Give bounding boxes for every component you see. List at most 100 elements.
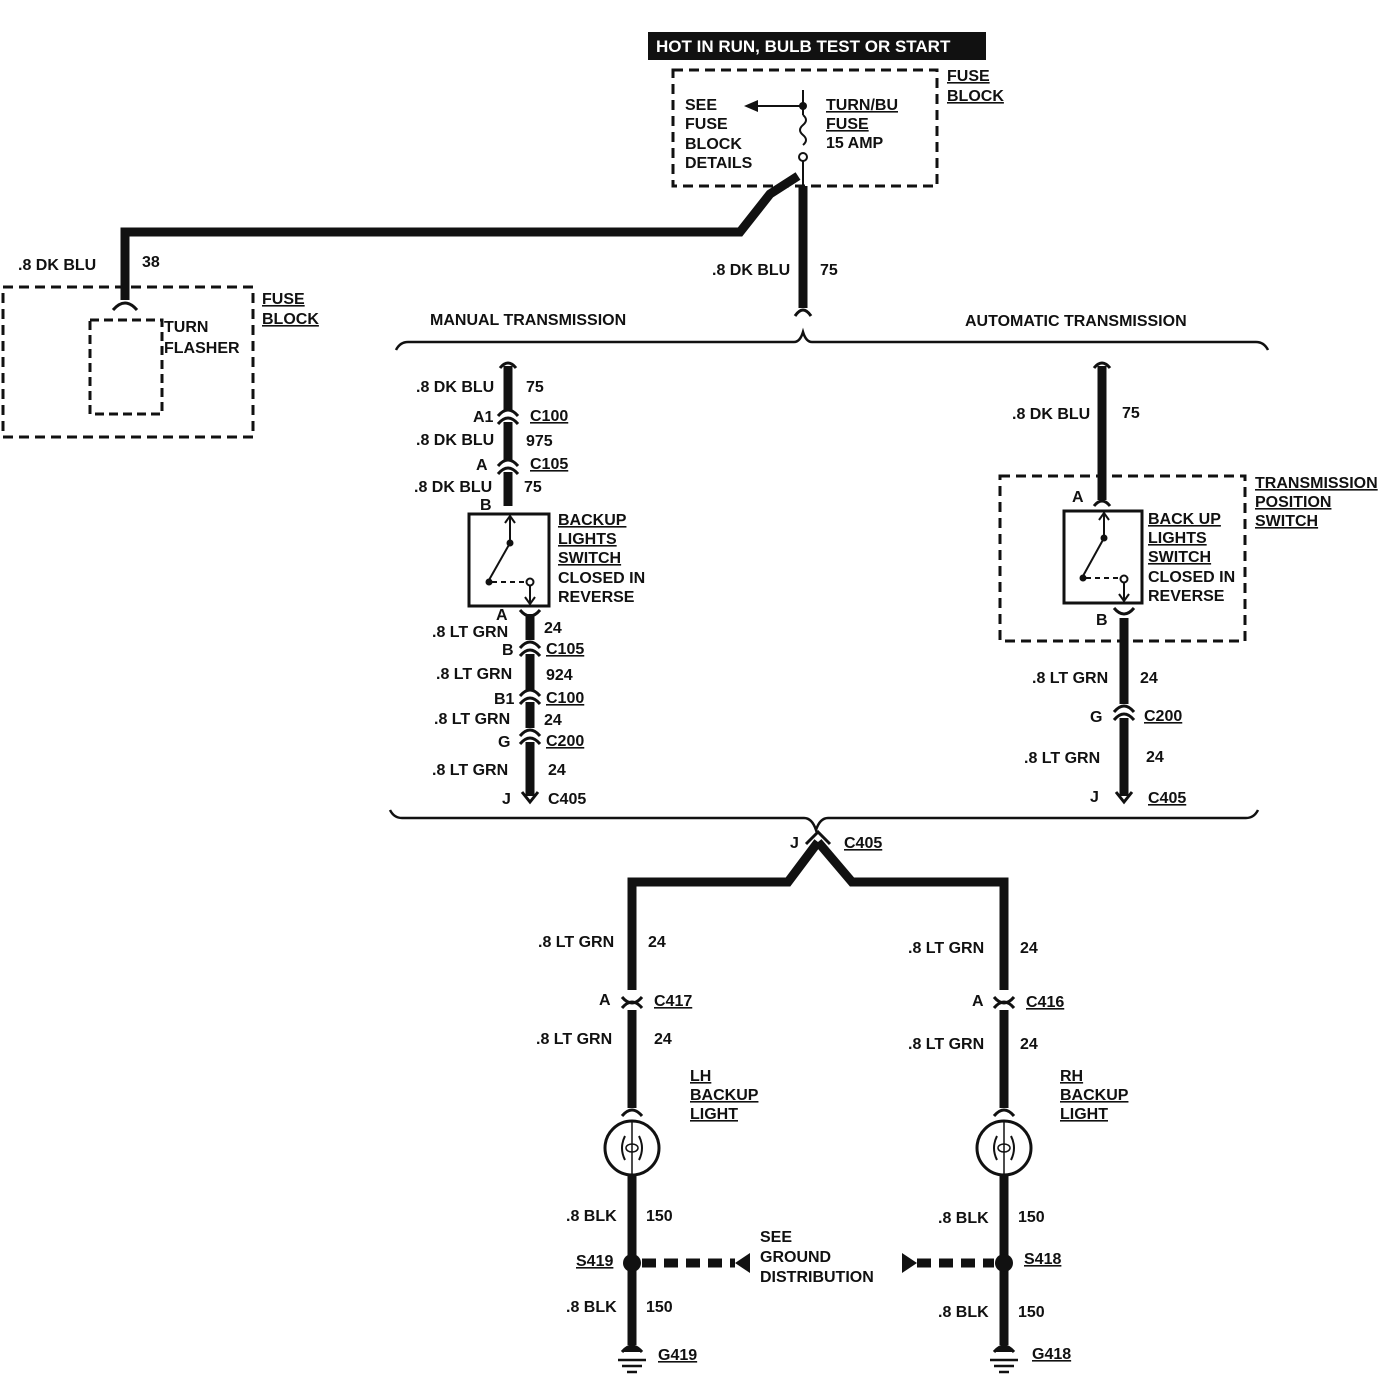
lh-label-3: LIGHT: [690, 1106, 738, 1123]
right-w3-circuit: 150: [1018, 1209, 1045, 1226]
manual-w3-circuit: 75: [524, 479, 542, 496]
junction-connector: C405: [844, 835, 882, 852]
c416-symbol: [992, 995, 1016, 1010]
wire-75-color: .8 DK BLU: [712, 262, 790, 279]
wire-38-circuit: 38: [142, 254, 160, 271]
s418-ground-ref-arrow: [902, 1253, 917, 1273]
manual-w7-color: .8 LT GRN: [432, 762, 508, 779]
auto-w1-color: .8 DK BLU: [1012, 406, 1090, 423]
g419-ground-symbol: [618, 1344, 646, 1374]
manual-w3-color: .8 DK BLU: [414, 479, 492, 496]
fuse-label-1: TURN/BU: [826, 97, 898, 114]
manual-w4-circuit: 24: [544, 620, 562, 637]
auto-w1-circuit: 75: [1122, 405, 1140, 422]
s419-ground-ref-arrow: [735, 1253, 750, 1273]
manual-w5-color: .8 LT GRN: [436, 666, 512, 683]
right-splice: S418: [1024, 1251, 1061, 1268]
right-w3-color: .8 BLK: [938, 1210, 989, 1227]
manual-switch-symbol: [485, 514, 536, 606]
manual-c405: C405: [548, 791, 586, 808]
manual-w4-color: .8 LT GRN: [432, 624, 508, 641]
wire-75-break: [793, 308, 813, 317]
tps-label-2: POSITION: [1255, 494, 1331, 511]
right-w4-color: .8 BLK: [938, 1304, 989, 1321]
left-w4-color: .8 BLK: [566, 1299, 617, 1316]
manual-c405-pin: J: [502, 791, 511, 808]
ground-ref-2: GROUND: [760, 1249, 831, 1266]
left-w4-circuit: 150: [646, 1299, 673, 1316]
auto-switch-in-pin: A: [1072, 489, 1084, 506]
lh-label-2: BACKUP: [690, 1087, 759, 1104]
manual-c200: C200: [546, 733, 584, 750]
lower-brace: [388, 809, 1260, 834]
manual-switch-label-2: LIGHTS: [558, 531, 617, 548]
right-bulb-connector: [992, 1108, 1016, 1118]
manual-switch-out-pin: A: [496, 607, 508, 624]
lh-label-1: LH: [690, 1068, 711, 1085]
right-ground: G418: [1032, 1346, 1071, 1363]
wire-left-trunk: [627, 839, 822, 990]
auto-switch-out-pin: B: [1096, 612, 1108, 629]
left-fuse-block-label-2: BLOCK: [262, 311, 319, 328]
left-w3-color: .8 BLK: [566, 1208, 617, 1225]
manual-c100-pin: A1: [473, 409, 494, 426]
turn-bu-fuse-symbol: [744, 90, 808, 186]
right-conn: C416: [1026, 994, 1064, 1011]
tps-label-1: TRANSMISSION: [1255, 475, 1378, 492]
top-fuse-block-label-1: FUSE: [947, 68, 990, 85]
power-header-label: HOT IN RUN, BULB TEST OR START: [656, 37, 951, 56]
auto-c200: C200: [1144, 708, 1182, 725]
s419-splice: [623, 1254, 641, 1272]
manual-c100b: C100: [546, 690, 584, 707]
power-header-box: [648, 32, 986, 60]
auto-branch-lower-wires: [1112, 606, 1136, 805]
automatic-transmission-heading: AUTOMATIC TRANSMISSION: [965, 313, 1187, 330]
auto-c405: C405: [1148, 790, 1186, 807]
manual-branch-lower-wires: [518, 608, 542, 805]
g418-ground-symbol: [990, 1344, 1018, 1374]
manual-c105-pin: A: [476, 457, 488, 474]
manual-c100: C100: [530, 408, 568, 425]
auto-backup-switch-box: [1062, 509, 1144, 605]
manual-c105: C105: [530, 456, 568, 473]
fuse-label-3: 15 AMP: [826, 135, 884, 152]
left-bulb-connector: [620, 1108, 644, 1118]
left-fuse-block-label-1: FUSE: [262, 291, 305, 308]
auto-c200-pin: G: [1090, 709, 1102, 726]
left-w1-circuit: 24: [648, 934, 666, 951]
manual-switch-label-5: REVERSE: [558, 589, 635, 606]
manual-w2-circuit: 975: [526, 433, 553, 450]
rh-label-2: BACKUP: [1060, 1087, 1129, 1104]
tps-label-3: SWITCH: [1255, 513, 1318, 530]
wire-38-color: .8 DK BLU: [18, 257, 96, 274]
junction-pin: J: [790, 835, 799, 852]
left-conn: C417: [654, 993, 692, 1010]
ground-ref-1: SEE: [760, 1229, 792, 1246]
top-fuse-block-label-2: BLOCK: [947, 88, 1004, 105]
wire-38: [120, 172, 801, 300]
left-fuse-block-outline: [1, 285, 255, 439]
auto-switch-label-2: LIGHTS: [1148, 530, 1207, 547]
c417-symbol: [620, 995, 644, 1010]
manual-c100b-pin: B1: [494, 691, 515, 708]
manual-w5-circuit: 924: [546, 667, 573, 684]
turn-flasher-label-1: TURN: [164, 319, 208, 336]
manual-switch-label-4: CLOSED IN: [558, 570, 645, 587]
manual-w6-color: .8 LT GRN: [434, 711, 510, 728]
auto-switch-label-4: CLOSED IN: [1148, 569, 1235, 586]
manual-backup-switch-box: [467, 512, 551, 608]
left-w1-color: .8 LT GRN: [538, 934, 614, 951]
left-conn-pin: A: [599, 992, 611, 1009]
auto-switch-symbol: [1079, 499, 1130, 603]
manual-c105b-pin: B: [502, 642, 514, 659]
lh-backup-light-bulb: [603, 1119, 661, 1177]
flasher-connector: [111, 301, 139, 312]
left-w2-color: .8 LT GRN: [536, 1031, 612, 1048]
see-fuse-block-1: SEE: [685, 97, 717, 114]
see-fuse-block-2: FUSE: [685, 116, 728, 133]
auto-switch-label-5: REVERSE: [1148, 588, 1225, 605]
turn-flasher-label-2: FLASHER: [164, 340, 240, 357]
left-w3-circuit: 150: [646, 1208, 673, 1225]
